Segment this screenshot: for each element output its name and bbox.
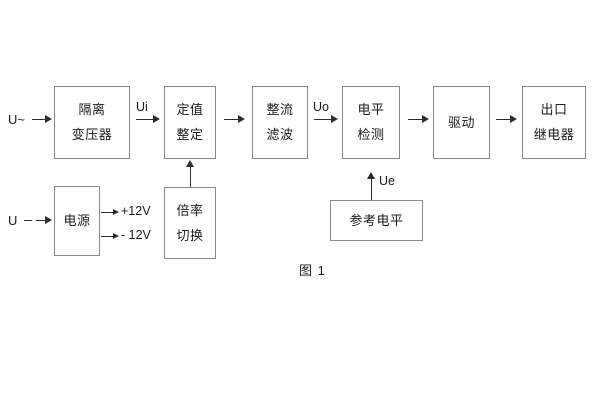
signal-ue-label: Ue bbox=[379, 174, 395, 188]
block-reference-level[interactable]: 参考电平 bbox=[330, 200, 423, 241]
block-setting-value-line1: 定值 bbox=[176, 102, 204, 118]
input-ac-line bbox=[32, 119, 48, 120]
block-level-detection[interactable]: 电平 检测 bbox=[342, 86, 400, 159]
input-ac-arrowhead bbox=[45, 115, 52, 123]
block-reference-level-line1: 参考电平 bbox=[349, 212, 404, 228]
input-dc-label: U bbox=[8, 213, 18, 228]
setting-to-rectify-arrowhead bbox=[238, 115, 245, 123]
drive-to-relay-line bbox=[496, 119, 512, 120]
input-dc-dash-segment bbox=[24, 220, 32, 221]
block-power-supply[interactable]: 电源 bbox=[54, 186, 100, 256]
block-rectify-filter[interactable]: 整流 滤波 bbox=[252, 86, 308, 159]
block-output-relay[interactable]: 出口 继电器 bbox=[522, 86, 586, 159]
block-multiplier-switch[interactable]: 倍率 切换 bbox=[164, 187, 216, 259]
level-to-drive-arrowhead bbox=[422, 115, 429, 123]
signal-uo-label: Uo bbox=[313, 100, 329, 114]
block-level-detection-line2: 检测 bbox=[357, 127, 385, 142]
block-setting-value[interactable]: 定值 整定 bbox=[164, 86, 216, 159]
block-rectify-filter-line2: 滤波 bbox=[266, 127, 294, 142]
input-dc-line bbox=[36, 220, 48, 221]
level-to-drive-line bbox=[408, 119, 424, 120]
drive-to-relay-arrowhead bbox=[510, 115, 517, 123]
figure-caption: 图 1 bbox=[299, 263, 326, 278]
ui-line bbox=[136, 119, 155, 120]
rail-positive-label: +12V bbox=[121, 204, 151, 218]
block-level-detection-line1: 电平 bbox=[357, 102, 385, 118]
block-power-supply-line1: 电源 bbox=[63, 213, 91, 229]
rail-negative-line bbox=[101, 236, 115, 237]
reference-to-level-line bbox=[371, 178, 372, 200]
input-ac-label: U~ bbox=[8, 112, 25, 127]
setting-to-rectify-line bbox=[224, 119, 240, 120]
input-dc-arrowhead bbox=[45, 216, 52, 224]
rail-positive-arrowhead bbox=[113, 208, 119, 215]
block-output-relay-line1: 出口 bbox=[540, 102, 568, 118]
multiplier-to-setting-line bbox=[190, 166, 191, 187]
block-isolation-transformer-line2: 变压器 bbox=[71, 127, 113, 142]
uo-arrowhead bbox=[331, 115, 338, 123]
rail-positive-line bbox=[101, 212, 115, 213]
block-isolation-transformer-line1: 隔离 bbox=[78, 102, 106, 118]
block-output-relay-line2: 继电器 bbox=[533, 127, 575, 142]
uo-line bbox=[314, 119, 333, 120]
ui-arrowhead bbox=[153, 115, 160, 123]
rail-negative-arrowhead bbox=[113, 232, 119, 239]
block-setting-value-line2: 整定 bbox=[176, 127, 204, 142]
block-multiplier-switch-line2: 切换 bbox=[176, 227, 204, 243]
block-drive-line1: 驱动 bbox=[447, 114, 475, 130]
rail-negative-label: - 12V bbox=[121, 228, 151, 242]
block-isolation-transformer[interactable]: 隔离 变压器 bbox=[54, 86, 130, 159]
multiplier-to-setting-arrowhead bbox=[186, 160, 194, 167]
block-rectify-filter-line1: 整流 bbox=[266, 102, 294, 118]
block-drive[interactable]: 驱动 bbox=[433, 86, 490, 159]
signal-ui-label: Ui bbox=[136, 100, 148, 114]
block-multiplier-switch-line1: 倍率 bbox=[176, 202, 204, 218]
reference-to-level-arrowhead bbox=[367, 172, 375, 179]
